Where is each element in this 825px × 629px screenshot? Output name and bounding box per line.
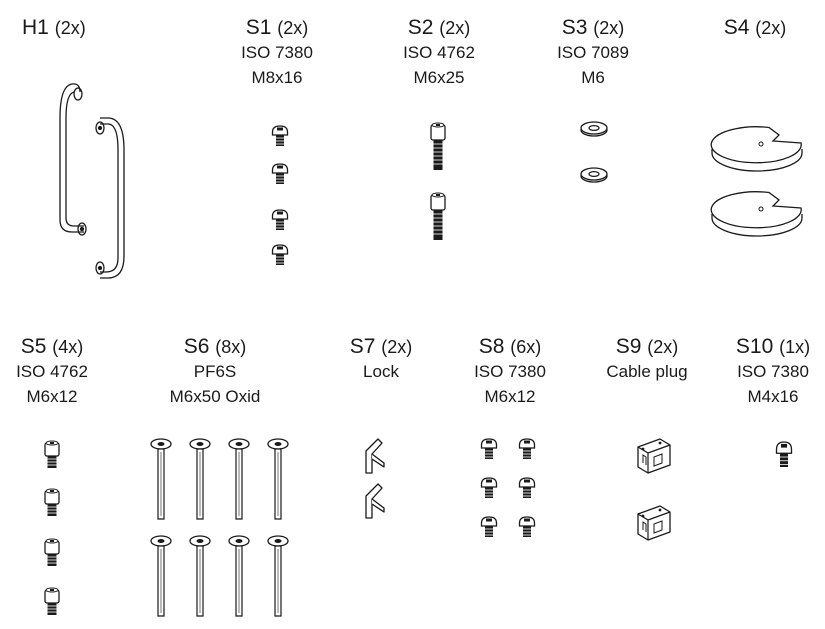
part-size: M6x50 Oxid <box>169 387 261 406</box>
part-standard: ISO 7089 <box>557 43 629 62</box>
part-size: M6x12 <box>484 387 536 406</box>
socket-head-cap-screw-icon <box>44 587 60 616</box>
button-head-screw-icon <box>518 438 536 460</box>
part-size: M8x16 <box>251 68 303 87</box>
part-label-s3: S3 (2x) ISO 7089 M6 <box>538 16 648 90</box>
cable-plug-icon <box>637 505 671 541</box>
slotted-disc-icon <box>710 191 803 237</box>
slotted-disc-icon <box>710 126 803 172</box>
part-code: S10 <box>735 335 774 358</box>
socket-head-cap-screw-icon <box>44 440 60 469</box>
part-size: M6 <box>581 68 605 87</box>
part-label-s10: S10 (1x) ISO 7380 M4x16 <box>718 335 825 409</box>
door-handle-icon <box>96 118 124 278</box>
part-label-s7: S7 (2x) Lock <box>326 335 436 384</box>
long-flat-head-bolt-icon <box>267 438 289 520</box>
part-quantity: (2x) <box>381 337 413 357</box>
part-size: M4x16 <box>747 387 799 406</box>
cable-plug-icon <box>637 438 671 474</box>
part-label-s4: S4 (2x) <box>700 16 810 40</box>
long-flat-head-bolt-icon <box>267 535 289 617</box>
long-flat-head-bolt-icon <box>150 535 172 617</box>
part-code: S3 <box>561 16 588 39</box>
part-standard: ISO 7380 <box>241 43 313 62</box>
part-quantity: (4x) <box>52 337 84 357</box>
part-label-s2: S2 (2x) ISO 4762 M6x25 <box>384 16 494 90</box>
part-label-s8: S8 (6x) ISO 7380 M6x12 <box>455 335 565 409</box>
part-quantity: (2x) <box>54 18 86 38</box>
part-label-s1: S1 (2x) ISO 7380 M8x16 <box>222 16 332 90</box>
button-head-screw-icon <box>271 209 289 231</box>
long-flat-head-bolt-icon <box>189 438 211 520</box>
button-head-screw-icon <box>518 516 536 538</box>
part-standard: ISO 4762 <box>16 362 88 381</box>
part-quantity: (2x) <box>439 18 471 38</box>
button-head-screw-icon <box>271 125 289 147</box>
part-quantity: (2x) <box>593 18 625 38</box>
part-size: M6x12 <box>26 387 78 406</box>
button-head-screw-icon <box>480 477 498 499</box>
part-code: S4 <box>723 16 750 39</box>
part-quantity: (6x) <box>510 337 542 357</box>
flat-washer-icon <box>580 121 608 137</box>
part-quantity: (8x) <box>215 337 247 357</box>
long-flat-head-bolt-icon <box>228 535 250 617</box>
part-label-s5: S5 (4x) ISO 4762 M6x12 <box>0 335 104 409</box>
lock-bracket-icon <box>365 438 385 474</box>
part-code: S7 <box>349 335 376 358</box>
door-handle-icon <box>60 84 86 235</box>
part-standard: ISO 7380 <box>737 362 809 381</box>
part-standard: PF6S <box>193 362 237 381</box>
part-code: S9 <box>615 335 642 358</box>
long-flat-head-bolt-icon <box>150 438 172 520</box>
part-quantity: (2x) <box>647 337 679 357</box>
part-code: S8 <box>478 335 505 358</box>
part-standard: Cable plug <box>606 362 688 381</box>
lock-bracket-icon <box>365 483 385 519</box>
button-head-screw-icon <box>480 516 498 538</box>
button-head-screw-icon <box>775 441 793 468</box>
part-size: M6x25 <box>413 68 465 87</box>
part-code: S2 <box>407 16 434 39</box>
button-head-screw-icon <box>518 477 536 499</box>
button-head-screw-icon <box>480 438 498 460</box>
button-head-screw-icon <box>271 244 289 266</box>
part-label-s9: S9 (2x) Cable plug <box>592 335 702 384</box>
part-quantity: (2x) <box>277 18 309 38</box>
part-quantity: (2x) <box>755 18 787 38</box>
part-code: H1 <box>22 16 49 39</box>
part-quantity: (1x) <box>779 337 811 357</box>
socket-head-cap-screw-icon <box>430 192 446 241</box>
part-label-h1: H1 (2x) <box>22 16 86 40</box>
part-code: S6 <box>183 335 210 358</box>
button-head-screw-icon <box>271 163 289 185</box>
part-label-s6: S6 (8x) PF6S M6x50 Oxid <box>150 335 280 409</box>
socket-head-cap-screw-icon <box>430 122 446 171</box>
socket-head-cap-screw-icon <box>44 488 60 517</box>
part-code: S5 <box>20 335 47 358</box>
long-flat-head-bolt-icon <box>189 535 211 617</box>
part-standard: ISO 4762 <box>403 43 475 62</box>
part-code: S1 <box>245 16 272 39</box>
socket-head-cap-screw-icon <box>44 538 60 567</box>
part-standard: ISO 7380 <box>474 362 546 381</box>
flat-washer-icon <box>580 167 608 183</box>
long-flat-head-bolt-icon <box>228 438 250 520</box>
part-standard: Lock <box>363 362 399 381</box>
